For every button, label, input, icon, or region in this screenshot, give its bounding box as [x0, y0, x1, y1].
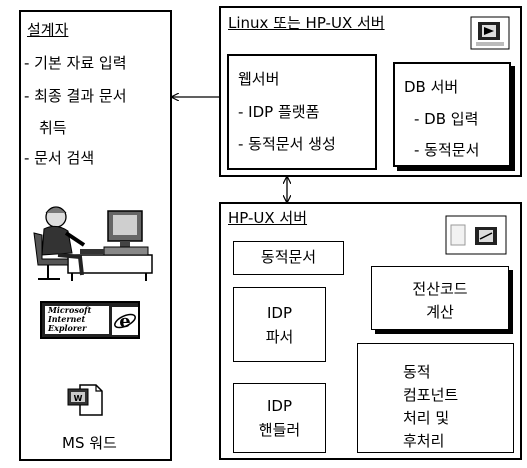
dynamic-component-label-2: 컴포넌트	[403, 386, 459, 404]
db-server-item-db-input: - DB 입력	[414, 110, 479, 128]
db-server-box	[393, 62, 511, 167]
dynamic-component-label-1: 동적	[403, 363, 431, 381]
word-document-icon: W	[67, 384, 103, 416]
svg-text:e: e	[119, 311, 130, 332]
ie-e-icon: e	[112, 307, 138, 335]
designer-title: 설계자	[27, 21, 69, 39]
designer-item-basic-input: - 기본 자료 입력	[24, 54, 127, 72]
code-calc-box	[371, 266, 509, 330]
ie-logo-line-2: Internet	[48, 314, 86, 324]
dynamic-doc-box	[233, 241, 344, 275]
idp-parser-label-2: 파서	[265, 328, 294, 346]
ie-logo-line-3: Explorer	[48, 323, 87, 333]
server-window-icon	[470, 16, 510, 50]
idp-handler-label-1: IDP	[266, 397, 293, 415]
hpux-server-title: HP-UX 서버	[228, 209, 308, 227]
dynamic-component-label-4: 후처리	[403, 432, 445, 450]
idp-handler-box	[233, 383, 326, 453]
web-server-item-idp-platform: - IDP 플랫폼	[238, 103, 320, 121]
web-server-title: 웹서버	[238, 70, 280, 88]
idp-parser-box	[233, 287, 326, 362]
linux-server-title: Linux 또는 HP-UX 서버	[228, 14, 385, 32]
db-server-item-dynamic-doc: - 동적문서	[414, 141, 480, 159]
code-calc-label-1: 전산코드	[412, 280, 468, 298]
dynamic-doc-label: 동적문서	[260, 248, 317, 266]
ms-word-label: MS 워드	[62, 434, 117, 452]
person-computer-illustration	[33, 206, 153, 281]
web-server-box	[227, 54, 377, 170]
hpux-window-icon	[445, 215, 507, 255]
dynamic-component-box	[357, 343, 514, 453]
idp-parser-label-1: IDP	[266, 304, 293, 322]
designer-item-final-doc: - 최종 결과 문서	[24, 87, 127, 105]
code-calc-label-2: 계산	[426, 303, 454, 321]
ie-logo-line-1: Microsoft	[48, 305, 92, 315]
idp-handler-label-2: 핸들러	[258, 421, 301, 439]
db-server-title: DB 서버	[404, 78, 459, 96]
designer-item-acquire: 취득	[39, 119, 67, 137]
internet-explorer-logo: Microsoft Internet Explorer e	[40, 301, 140, 339]
designer-item-doc-search: - 문서 검색	[24, 149, 95, 167]
web-server-item-dynamic-doc-gen: - 동적문서 생성	[238, 135, 336, 153]
dynamic-component-label-3: 처리 및	[403, 409, 450, 427]
svg-text:W: W	[74, 394, 83, 403]
